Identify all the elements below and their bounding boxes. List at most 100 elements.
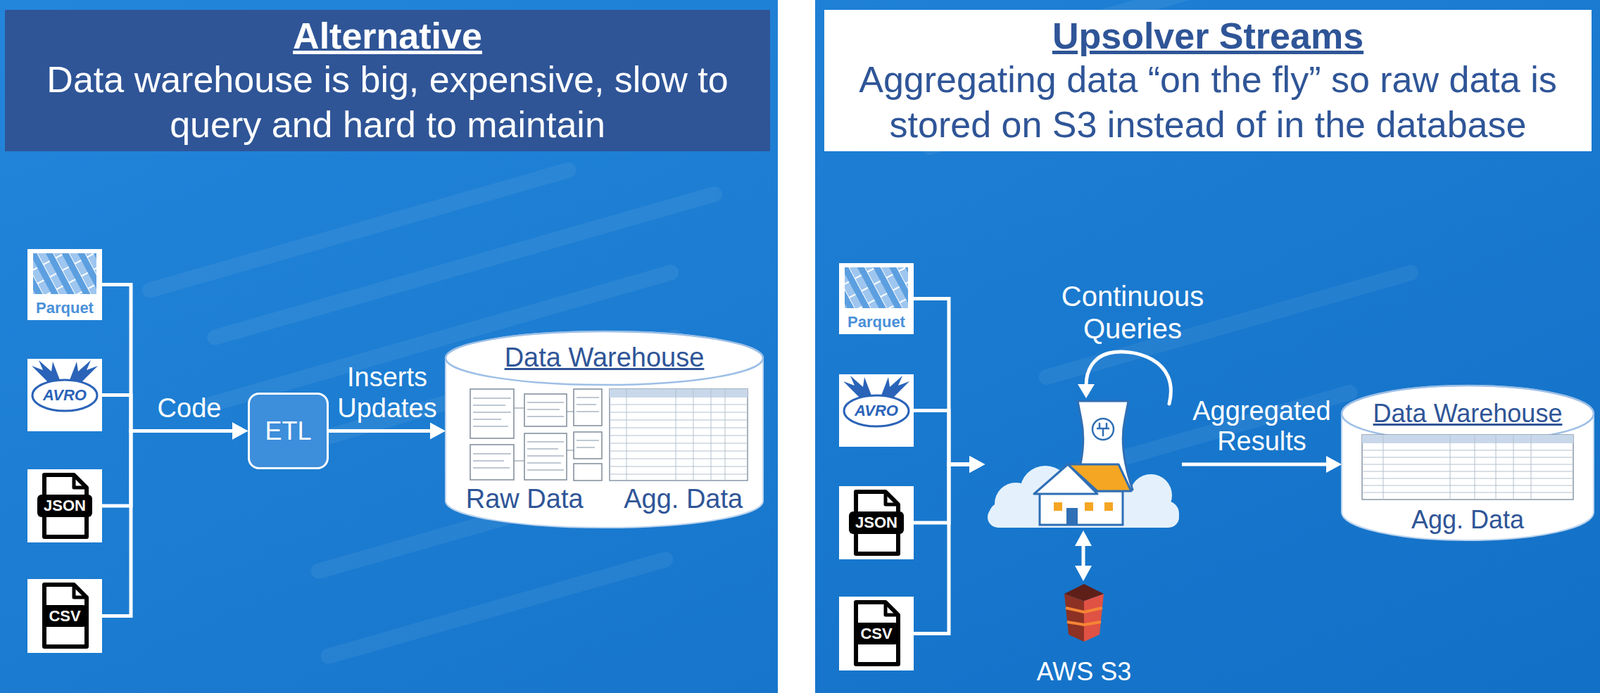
json-file-icon (839, 486, 914, 560)
edge-label-box: Inserts Updates (330, 362, 444, 424)
edge-label-box: Aggregated Results (1184, 396, 1340, 458)
format-icon: CSV (839, 596, 914, 671)
arrow-head (1074, 565, 1092, 582)
wing (69, 360, 98, 383)
avro-logo (839, 374, 914, 447)
wing (881, 375, 910, 399)
format-label: CSV (42, 605, 87, 628)
format-icon: CSV (27, 579, 103, 654)
connector-line (913, 464, 971, 524)
storage-label: AWS S3 (1036, 657, 1132, 687)
icon-tile (27, 249, 103, 321)
parquet-logo (27, 249, 103, 321)
warehouse-cylinder (445, 331, 764, 528)
connector (328, 423, 446, 440)
database-title: Data Warehouse (1373, 399, 1563, 428)
plug-ring (1092, 418, 1114, 440)
table-grid (1362, 435, 1574, 500)
wing (843, 375, 872, 399)
bucket-bands (1065, 608, 1103, 626)
connector (913, 299, 985, 474)
section-label: Raw Data (465, 484, 584, 516)
header-panel: Upsolver StreamsAggregating data “on the… (824, 9, 1592, 152)
panel-description: Aggregating data “on the fly” so raw dat… (834, 57, 1582, 148)
connector (102, 423, 248, 507)
table-header (1362, 435, 1574, 444)
door (1066, 508, 1078, 526)
format-icon: JSON (839, 486, 914, 560)
parquet-pattern (844, 267, 909, 309)
icon-tile (27, 358, 103, 432)
text-row: Raw Data Agg. Data (445, 484, 764, 516)
loop-arrow-head (1077, 384, 1095, 399)
format-label: AVRO (42, 386, 87, 405)
panel-heading: Upsolver Streams (1052, 14, 1364, 58)
format-label: Parquet (35, 299, 94, 317)
house-body (1039, 491, 1123, 526)
arrow-head (232, 423, 248, 440)
arrow-head (232, 423, 248, 440)
format-icon: Parquet (27, 249, 103, 321)
stream-engine: Continuous Queries (984, 280, 1182, 531)
icon-tile (839, 263, 914, 335)
format-label: Parquet (847, 313, 906, 331)
cylinder-lip (445, 331, 764, 386)
connector-line (913, 411, 971, 466)
json-file-icon (27, 469, 103, 543)
schema-links (513, 408, 574, 462)
icon-tile (839, 596, 914, 671)
table-thumbnail (1362, 435, 1574, 500)
format-icon: JSON (27, 469, 103, 543)
parquet-logo (839, 263, 914, 335)
schema-rows (473, 397, 600, 471)
document-fold (885, 492, 899, 505)
connector-line (102, 431, 234, 617)
arrow-head (969, 456, 985, 474)
logo-oval (32, 380, 98, 412)
arrow-head (232, 423, 248, 440)
icon-tile (839, 374, 914, 447)
format-label: JSON (37, 494, 93, 517)
format-label: CSV (853, 622, 899, 645)
section-label: Agg. Data (1411, 505, 1524, 535)
connector (102, 423, 248, 617)
logo-oval (843, 395, 909, 427)
s3-bucket-icon (1064, 584, 1104, 642)
avro-logo (27, 358, 103, 432)
schema-thumbnail (470, 389, 602, 481)
window (1104, 502, 1113, 512)
format-icon: AVRO (839, 374, 914, 447)
header-panel: AlternativeData warehouse is big, expens… (4, 9, 771, 152)
arrow-head (1326, 456, 1342, 474)
loop-arrow (1086, 351, 1171, 405)
connector-line (1081, 544, 1086, 568)
connector-line (102, 431, 234, 507)
database-cylinder: Data WarehouseAgg. Data (1341, 385, 1594, 541)
table-header (609, 389, 748, 398)
connector-line (328, 429, 432, 433)
bucket-left (1064, 594, 1085, 642)
icon-tile (839, 486, 914, 560)
plug (1097, 423, 1109, 436)
section-label: Agg. Data (623, 484, 743, 516)
connector-line (913, 299, 971, 466)
table-grid (609, 389, 748, 481)
format-label: JSON (848, 511, 904, 534)
connector (1074, 530, 1092, 582)
format-label: AVRO (854, 401, 899, 420)
csv-file-icon (27, 579, 103, 654)
document-fold (73, 584, 87, 598)
arrow-head (969, 456, 985, 474)
connector (1181, 456, 1342, 474)
edge-label: Aggregated Results (1184, 396, 1340, 458)
window (1084, 502, 1094, 512)
process-box: ETL (247, 392, 329, 470)
edge-label-box: Code (133, 393, 246, 425)
format-icon: AVRO (27, 358, 103, 432)
parquet-pattern (33, 253, 97, 295)
connector (102, 285, 248, 440)
connector-line (913, 464, 971, 635)
bucket-top (1064, 584, 1104, 602)
wing (31, 360, 60, 383)
